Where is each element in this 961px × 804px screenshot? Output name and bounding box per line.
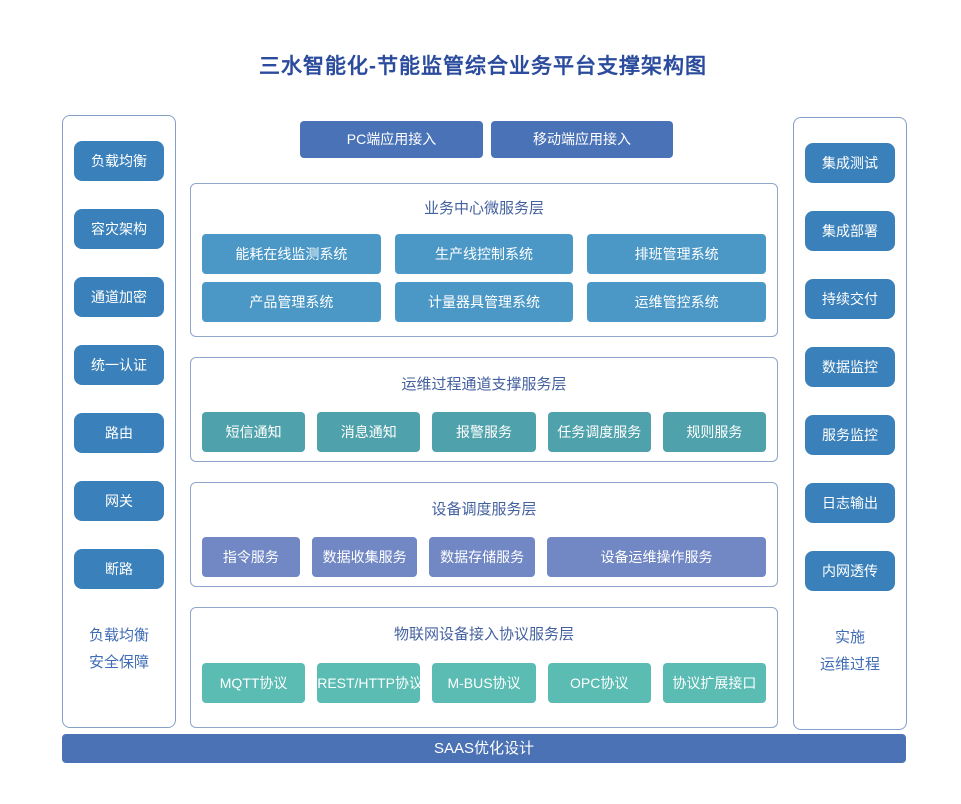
layer-business-microservices: 业务中心微服务层 能耗在线监测系统 生产线控制系统 排班管理系统 产品管理系统 … (190, 183, 778, 337)
layer-item-rule-service: 规则服务 (662, 412, 767, 452)
sidebar-item-gateway: 网关 (74, 481, 164, 521)
layer-device-dispatch: 设备调度服务层 指令服务 数据收集服务 数据存储服务 设备运维操作服务 (190, 482, 778, 587)
layer-item-energy-monitoring: 能耗在线监测系统 (202, 234, 381, 274)
layer-title: 业务中心微服务层 (423, 200, 544, 217)
layer-item-task-scheduling: 任务调度服务 (547, 412, 651, 452)
layer-item-ops-control: 运维管控系统 (587, 282, 767, 322)
page-title: 三水智能化-节能监管综合业务平台支撑架构图 (259, 55, 707, 78)
sidebar-item-unified-auth: 统一认证 (74, 345, 164, 385)
mobile-access-box: 移动端应用接入 (491, 121, 673, 158)
layer-item-production-line-control: 生产线控制系统 (394, 234, 574, 274)
layer-row: MQTT协议 REST/HTTP协议 M-BUS协议 OPC协议 协议扩展接口 (202, 663, 767, 703)
layer-title: 运维过程通道支撑服务层 (401, 376, 567, 393)
layer-item-protocol-extension: 协议扩展接口 (662, 663, 767, 703)
right-panel-footer-line2: 运维过程 (819, 656, 880, 673)
layer-item-command-service: 指令服务 (202, 537, 300, 577)
sidebar-item-intranet-passthrough: 内网透传 (805, 551, 895, 591)
layer-item-device-ops-operation: 设备运维操作服务 (546, 537, 766, 577)
layer-row: 短信通知 消息通知 报警服务 任务调度服务 规则服务 (202, 412, 767, 452)
layer-item-message-notification: 消息通知 (317, 412, 421, 452)
layer-item-rest-http-protocol: REST/HTTP协议 (317, 663, 421, 703)
layer-item-product-management: 产品管理系统 (202, 282, 381, 322)
layer-item-mbus-protocol: M-BUS协议 (432, 663, 536, 703)
layer-ops-channel-support: 运维过程通道支撑服务层 短信通知 消息通知 报警服务 任务调度服务 规则服务 (190, 357, 778, 462)
layer-item-data-storage: 数据存储服务 (429, 537, 535, 577)
layer-row: 能耗在线监测系统 生产线控制系统 排班管理系统 (202, 234, 767, 274)
layer-item-opc-protocol: OPC协议 (547, 663, 651, 703)
layer-item-mqtt-protocol: MQTT协议 (202, 663, 306, 703)
layer-row: 产品管理系统 计量器具管理系统 运维管控系统 (202, 282, 767, 322)
layer-item-shift-management: 排班管理系统 (587, 234, 767, 274)
layer-item-data-collection: 数据收集服务 (311, 537, 418, 577)
saas-optimization-bar: SAAS优化设计 (62, 734, 906, 763)
sidebar-item-integration-deploy: 集成部署 (805, 211, 895, 251)
right-panel-footer: 实施 运维过程 (820, 624, 880, 678)
sidebar-item-load-balancing: 负载均衡 (74, 141, 164, 181)
sidebar-item-integration-test: 集成测试 (805, 143, 895, 183)
sidebar-item-service-monitoring: 服务监控 (805, 415, 895, 455)
sidebar-item-continuous-delivery: 持续交付 (805, 279, 895, 319)
layer-item-alarm-service: 报警服务 (432, 412, 536, 452)
layer-row: 指令服务 数据收集服务 数据存储服务 设备运维操作服务 (202, 537, 766, 577)
sidebar-item-routing: 路由 (74, 413, 164, 453)
sidebar-item-channel-encryption: 通道加密 (74, 277, 164, 317)
sidebar-item-log-output: 日志输出 (805, 483, 895, 523)
pc-access-box: PC端应用接入 (300, 121, 483, 158)
layer-item-sms-notification: 短信通知 (202, 412, 306, 452)
sidebar-item-disaster-recovery: 容灾架构 (74, 209, 164, 249)
sidebar-item-circuit-break: 断路 (74, 549, 164, 589)
left-panel-footer-line2: 安全保障 (88, 654, 149, 671)
sidebar-item-data-monitoring: 数据监控 (805, 347, 895, 387)
layer-title: 设备调度服务层 (431, 501, 537, 518)
layer-item-metering-management: 计量器具管理系统 (394, 282, 574, 322)
left-panel-footer: 负载均衡 安全保障 (89, 622, 149, 676)
layer-title: 物联网设备接入协议服务层 (393, 626, 574, 643)
left-panel-footer-line1: 负载均衡 (88, 627, 149, 644)
right-panel-footer-line1: 实施 (834, 629, 865, 646)
right-sidebar-panel: 集成测试 集成部署 持续交付 数据监控 服务监控 日志输出 内网透传 实施 运维… (793, 117, 907, 730)
left-sidebar-panel: 负载均衡 容灾架构 通道加密 统一认证 路由 网关 断路 负载均衡 安全保障 (62, 115, 176, 728)
layer-iot-protocol-access: 物联网设备接入协议服务层 MQTT协议 REST/HTTP协议 M-BUS协议 … (190, 607, 778, 728)
